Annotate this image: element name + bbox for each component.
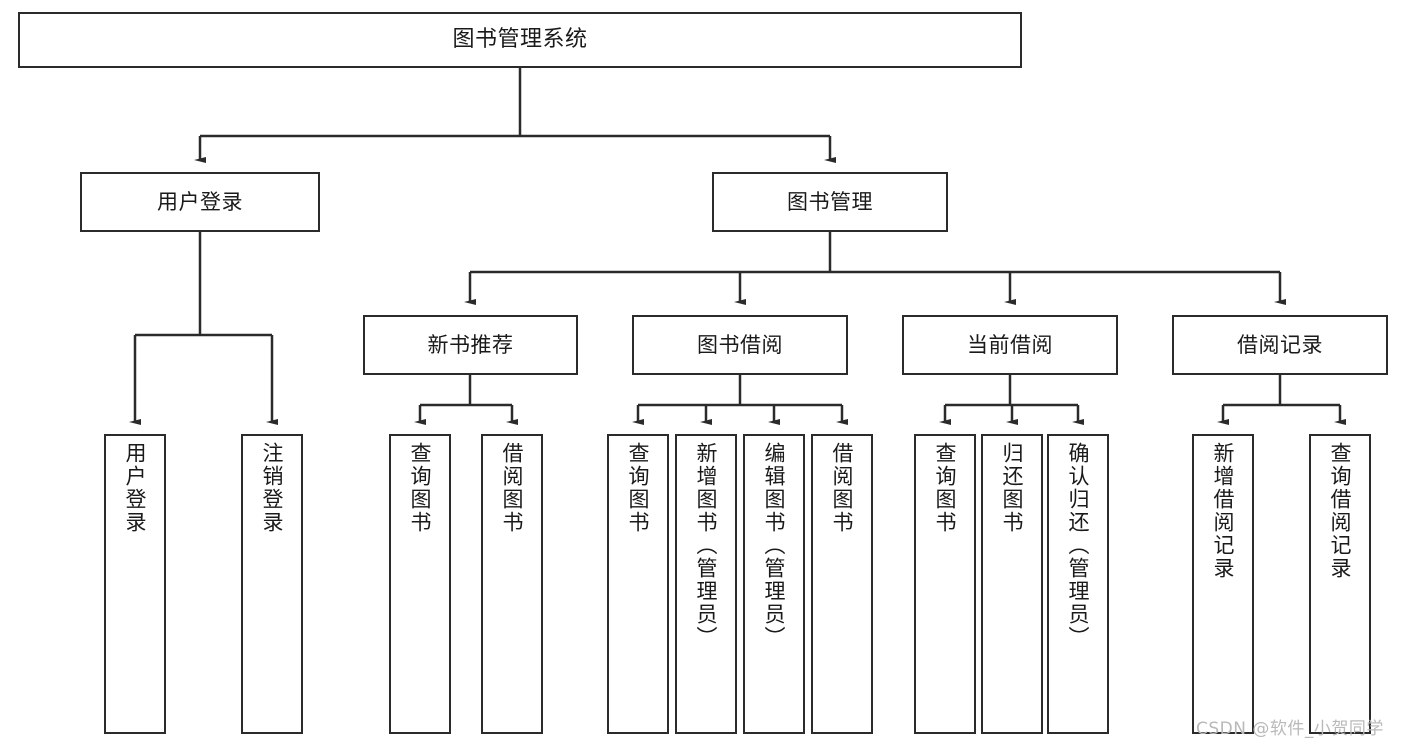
node-label: 图书管理: [787, 189, 873, 214]
node-label: 查询图书: [626, 442, 651, 534]
node-label: 查询图书: [933, 442, 958, 534]
node-user-login[interactable]: 用户登录: [80, 172, 320, 232]
node-label: 用户登录: [123, 442, 148, 534]
node-label: 当前借阅: [967, 332, 1053, 357]
leaf-user-login-logout[interactable]: 注销登录: [241, 434, 303, 734]
node-label: 新增借阅记录: [1211, 442, 1236, 580]
leaf-current-query-book[interactable]: 查询图书: [914, 434, 976, 734]
node-label: 编辑图书（管理员）: [762, 442, 787, 649]
node-new-book-recommend[interactable]: 新书推荐: [363, 315, 578, 375]
node-label: 新增图书（管理员）: [694, 442, 719, 649]
leaf-borrow-borrow-book[interactable]: 借阅图书: [811, 434, 873, 734]
leaf-borrow-add-book-admin[interactable]: 新增图书（管理员）: [675, 434, 737, 734]
csdn-watermark: CSDN @软件_小贺同学: [1196, 719, 1384, 739]
node-label: 图书管理系统: [452, 27, 588, 53]
node-label: 用户登录: [157, 189, 243, 214]
leaf-recommend-borrow-book[interactable]: 借阅图书: [481, 434, 543, 734]
leaf-record-query-record[interactable]: 查询借阅记录: [1309, 434, 1371, 734]
node-label: 借阅记录: [1237, 332, 1323, 357]
node-label: 注销登录: [260, 442, 285, 534]
leaf-recommend-query-book[interactable]: 查询图书: [389, 434, 451, 734]
leaf-borrow-edit-book-admin[interactable]: 编辑图书（管理员）: [743, 434, 805, 734]
node-book-management[interactable]: 图书管理: [712, 172, 948, 232]
node-label: 查询借阅记录: [1328, 442, 1353, 580]
node-label: 归还图书: [1000, 442, 1025, 534]
leaf-user-login-login[interactable]: 用户登录: [104, 434, 166, 734]
node-label: 确认归还（管理员）: [1066, 442, 1091, 649]
node-borrow-record[interactable]: 借阅记录: [1172, 315, 1388, 375]
node-label: 新书推荐: [427, 332, 514, 357]
node-label: 查询图书: [408, 442, 433, 534]
node-book-borrow[interactable]: 图书借阅: [632, 315, 848, 375]
node-label: 借阅图书: [500, 442, 525, 534]
node-current-borrow[interactable]: 当前借阅: [902, 315, 1118, 375]
leaf-record-add-record[interactable]: 新增借阅记录: [1192, 434, 1254, 734]
node-label: 图书借阅: [697, 332, 783, 357]
node-root-system[interactable]: 图书管理系统: [18, 12, 1022, 68]
node-label: 借阅图书: [830, 442, 855, 534]
leaf-current-confirm-return-admin[interactable]: 确认归还（管理员）: [1047, 434, 1109, 734]
leaf-current-return-book[interactable]: 归还图书: [981, 434, 1043, 734]
leaf-borrow-query-book[interactable]: 查询图书: [607, 434, 669, 734]
